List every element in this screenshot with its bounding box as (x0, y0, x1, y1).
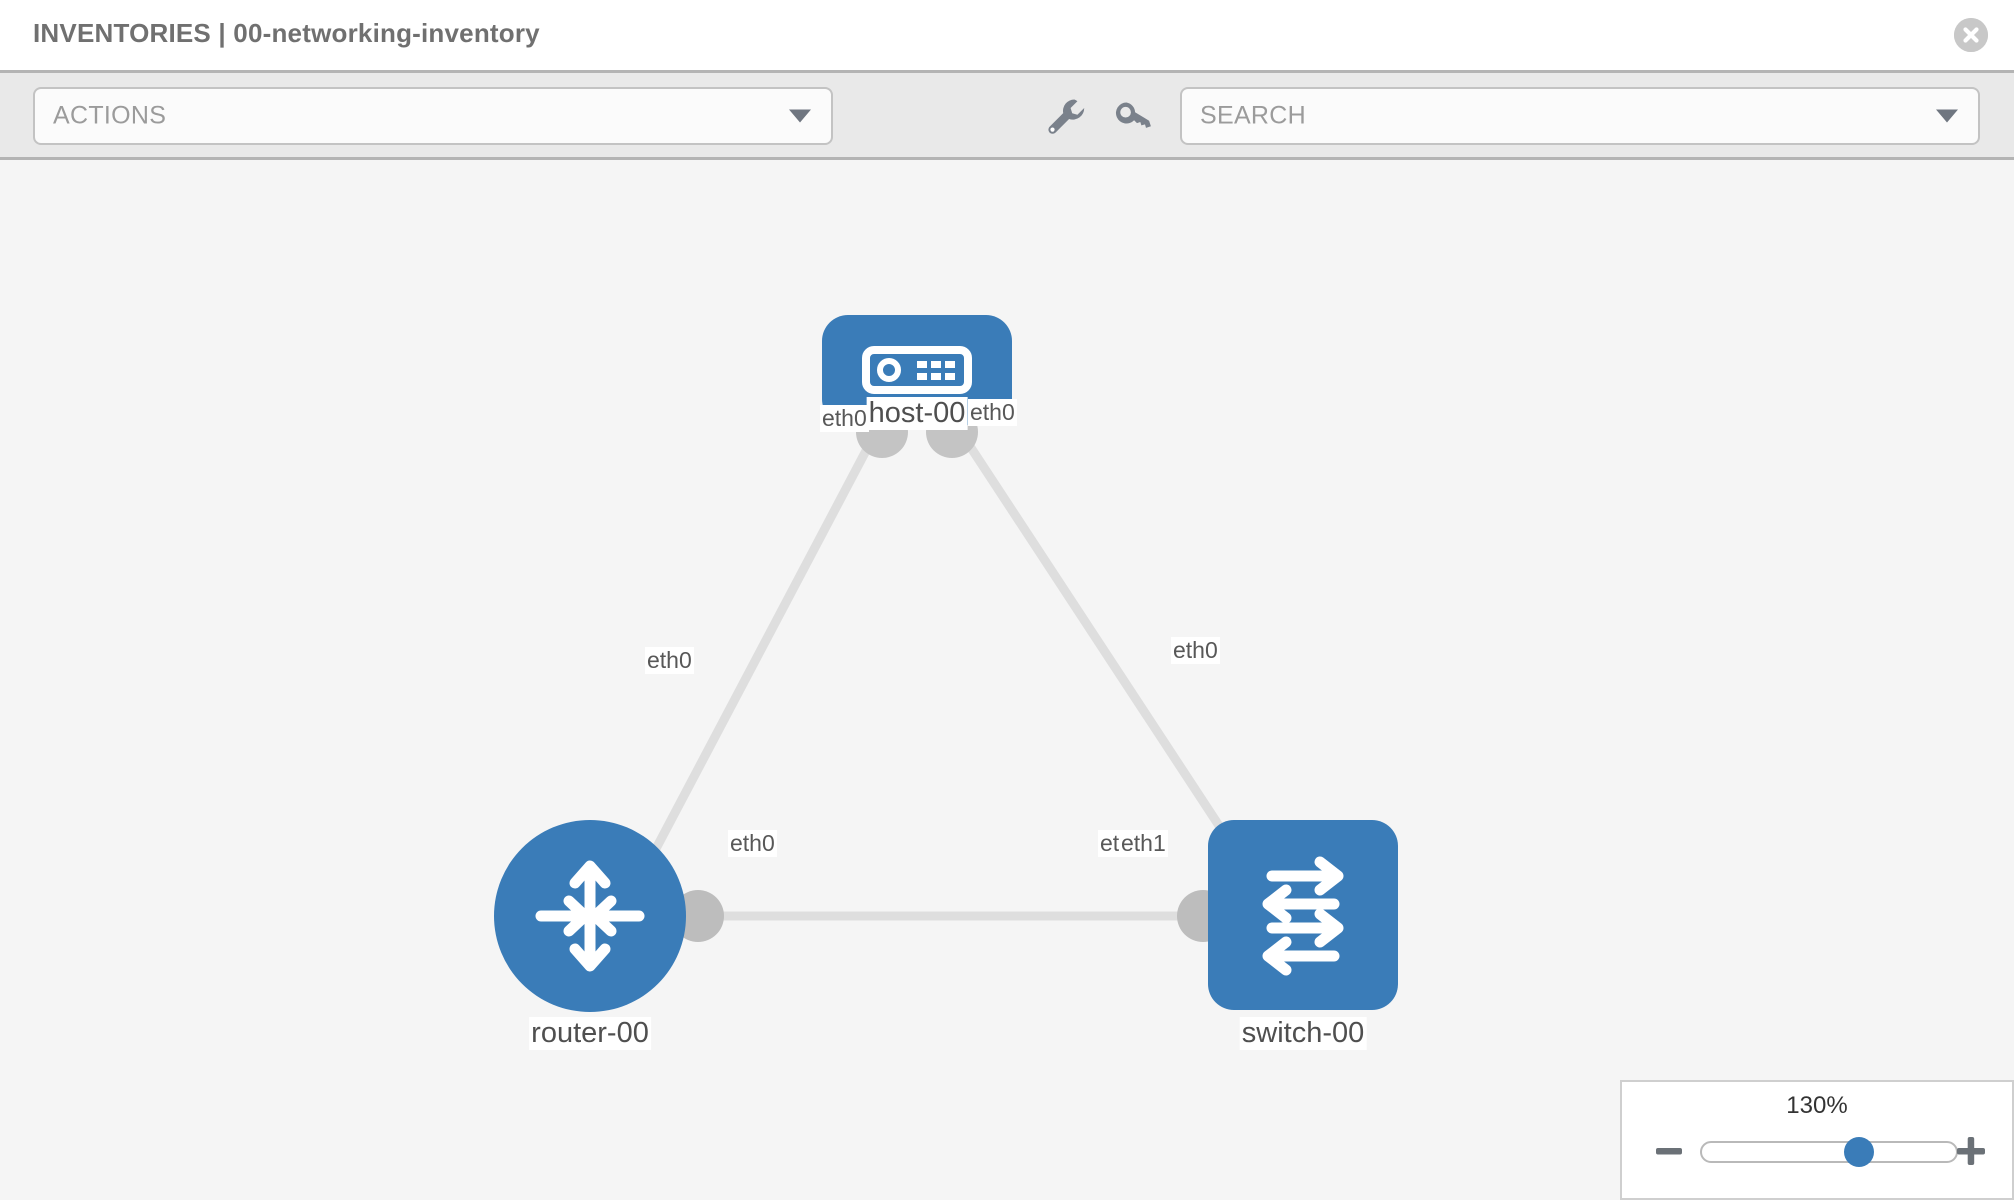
wrench-icon[interactable] (1042, 93, 1088, 139)
edge-label-host-right: eth0 (968, 399, 1017, 426)
key-icon[interactable] (1110, 93, 1156, 139)
node-router-00[interactable]: router-00 (494, 820, 686, 1050)
zoom-level-value: 130% (1786, 1092, 1848, 1119)
node-label-host: host-00 (866, 397, 968, 430)
edge-host-router (646, 425, 882, 863)
zoom-control-panel: 130% (1620, 1080, 2014, 1200)
page-title: INVENTORIES | 00-networking-inventory (33, 18, 540, 48)
minus-icon[interactable] (1652, 1134, 1686, 1168)
close-icon[interactable] (1954, 18, 1988, 52)
search-input[interactable]: SEARCH (1180, 87, 1980, 145)
zoom-slider-row (1622, 1134, 2012, 1170)
page-header: INVENTORIES | 00-networking-inventory (0, 0, 2014, 70)
actions-dropdown[interactable]: ACTIONS (33, 87, 833, 145)
zoom-slider-track[interactable] (1700, 1137, 1958, 1167)
node-switch-00[interactable]: switch-00 (1208, 820, 1398, 1050)
edge-label-router-right: eth0 (728, 830, 777, 857)
plus-icon[interactable] (1954, 1134, 1988, 1168)
actions-dropdown-label: ACTIONS (53, 101, 167, 130)
node-label-router: router-00 (529, 1017, 651, 1050)
server-device-icon (862, 346, 972, 394)
toolbar: ACTIONS SEARCH (0, 70, 2014, 160)
edge-label-switch-up: eth0 (1171, 637, 1220, 664)
zoom-slider-thumb[interactable] (1844, 1137, 1874, 1167)
switch-arrows-icon (1262, 856, 1344, 976)
router-arrows-icon (535, 860, 645, 972)
edge-label-host-left: eth0 (820, 405, 869, 432)
topology-canvas[interactable]: host-00 router-00 (0, 160, 2014, 1200)
router-circle-shape (494, 820, 686, 1012)
search-placeholder: SEARCH (1200, 101, 1306, 130)
edge-host-switch (954, 425, 1239, 853)
edge-label-switch-left: eth1 (1119, 830, 1168, 857)
chevron-down-icon (789, 109, 811, 123)
switch-square-shape (1208, 820, 1398, 1010)
chevron-down-icon (1936, 109, 1958, 123)
edge-label-router-up: eth0 (645, 647, 694, 674)
node-label-switch: switch-00 (1239, 1017, 1367, 1050)
